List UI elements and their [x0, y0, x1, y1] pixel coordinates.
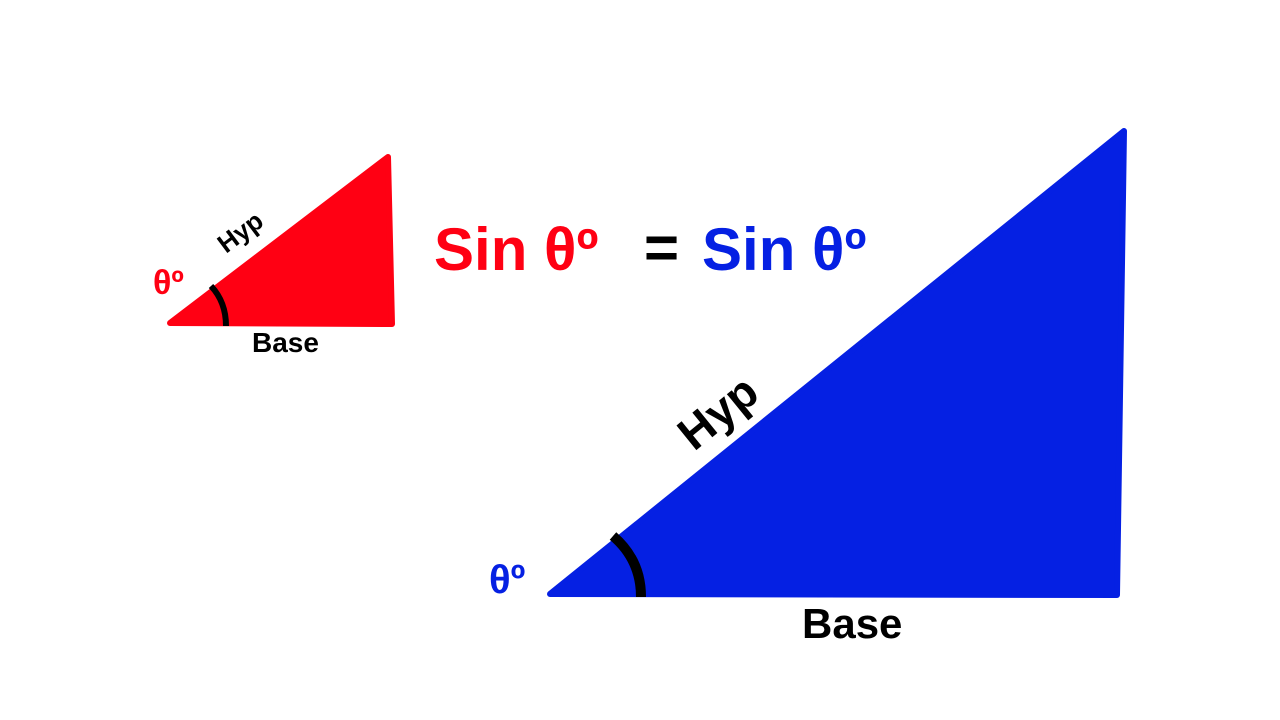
- large-triangle: θº Hyp Base: [489, 128, 1127, 647]
- large-triangle-base-label: Base: [802, 600, 902, 647]
- equation-equals-sign: =: [644, 214, 679, 281]
- small-triangle: θº Hyp Base: [153, 154, 395, 358]
- equation-right: Sin θº: [702, 216, 866, 283]
- equation: Sin θº = Sin θº: [434, 214, 866, 283]
- small-triangle-shape: [167, 154, 395, 327]
- large-triangle-shape: [547, 128, 1127, 598]
- small-triangle-angle-arc: [208, 283, 229, 327]
- equation-left: Sin θº: [434, 216, 598, 283]
- large-triangle-angle-label: θº: [489, 558, 525, 602]
- small-triangle-base-label: Base: [252, 327, 319, 358]
- large-triangle-angle-arc: [609, 532, 646, 598]
- small-triangle-angle-label: θº: [153, 264, 184, 302]
